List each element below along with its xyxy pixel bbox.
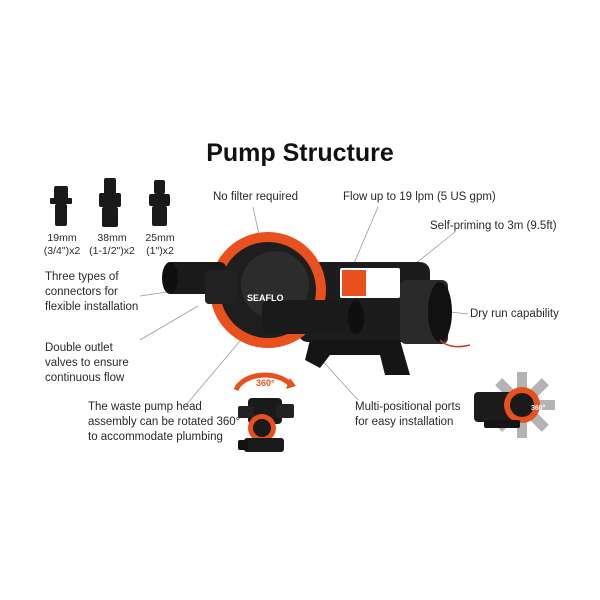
callout-line: flexible installation (45, 301, 139, 313)
callout-line: continuous flow (45, 372, 125, 384)
callout-line: assembly can be rotated 360° (88, 416, 241, 428)
ports-illustration: 360° (474, 372, 555, 438)
connector-fraction: (1")x2 (146, 245, 174, 257)
connector-19mm-label: 19mm (3/4")x2 (32, 232, 92, 258)
connector-25mm-label: 25mm (1")x2 (130, 232, 190, 258)
page-title: Pump Structure (206, 139, 394, 167)
ports-badge-text: 360° (531, 404, 546, 412)
callout-line: valves to ensure (45, 357, 129, 369)
callout-dry-run: Dry run capability (470, 308, 559, 320)
callout-multi-port: Multi-positional ports for easy installa… (355, 400, 460, 430)
connector-25mm (149, 180, 170, 226)
callout-self-priming: Self-priming to 3m (9.5ft) (430, 220, 557, 232)
connector-19mm (50, 186, 72, 226)
pump-main: SEAFLO (162, 232, 471, 375)
connector-fraction: (3/4")x2 (43, 245, 81, 257)
callout-line: Double outlet (45, 342, 113, 354)
connector-fraction: (1-1/2")x2 (89, 245, 135, 257)
connector-38mm (99, 178, 121, 227)
callout-connector-types: Three types of connectors for flexible i… (45, 270, 138, 315)
callout-line: for easy installation (355, 416, 454, 428)
connector-size: 19mm (47, 232, 77, 244)
callout-line: to accommodate plumbing (88, 431, 223, 443)
callout-line: connectors for (45, 286, 118, 298)
callout-no-filter: No filter required (213, 191, 299, 203)
callout-rotation: The waste pump head assembly can be rota… (88, 400, 240, 445)
callout-double-outlet: Double outlet valves to ensure continuou… (45, 341, 129, 386)
leader-lines (139, 206, 469, 406)
connector-size: 25mm (145, 232, 175, 244)
rotation-illustration: 360° (233, 372, 296, 452)
callout-line: Multi-positional ports (355, 401, 461, 413)
connector-38mm-label: 38mm (1-1/2")x2 (82, 232, 142, 258)
brand-logo: SEAFLO (247, 293, 284, 303)
callout-line: The waste pump head (88, 401, 202, 413)
rotation-badge-text: 360° (256, 378, 275, 388)
callout-line: Three types of (45, 271, 119, 283)
callout-flow: Flow up to 19 lpm (5 US gpm) (343, 191, 496, 203)
connector-size: 38mm (97, 232, 127, 244)
